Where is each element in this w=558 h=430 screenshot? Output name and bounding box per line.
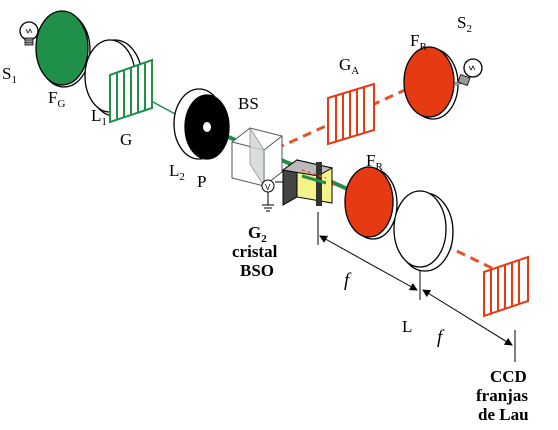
label-de-lau: de Lau	[478, 405, 529, 424]
voltage-label: V	[265, 183, 271, 192]
label-g: G	[120, 130, 132, 149]
label-l2: L2	[169, 161, 185, 183]
bulb-s2-icon	[454, 58, 483, 86]
lens-l2	[173, 88, 230, 160]
lens-l	[393, 190, 454, 272]
label-bso: BSO	[240, 261, 274, 280]
label-fg: FG	[48, 88, 65, 110]
label-f1: f	[344, 270, 352, 291]
label-g2: G2	[248, 223, 267, 245]
label-f2: f	[437, 327, 445, 348]
filter-fr-middle	[344, 166, 398, 240]
label-l1: L1	[91, 106, 107, 128]
voltage-source-icon: V	[261, 179, 283, 212]
label-franjas: franjas	[476, 386, 528, 405]
label-ga: GA	[339, 55, 359, 77]
bulb-s1-icon	[19, 21, 39, 46]
label-s1: S1	[2, 64, 17, 86]
label-ccd: CCD	[490, 367, 527, 386]
beam-splitter-cube	[231, 126, 283, 188]
label-fr-top: FR	[410, 31, 427, 53]
label-s2: S2	[457, 13, 472, 35]
filter-fr-top	[403, 46, 459, 120]
grating-g	[109, 58, 153, 124]
label-bs: BS	[238, 94, 259, 113]
filter-fg-green	[35, 10, 91, 88]
grating-ga	[327, 82, 375, 146]
label-cristal: cristal	[232, 242, 278, 261]
label-l: L	[402, 317, 412, 336]
focal-markers	[317, 212, 516, 362]
label-fr-middle: FR	[366, 151, 383, 173]
label-p: P	[197, 172, 206, 191]
bso-crystal	[281, 159, 334, 206]
